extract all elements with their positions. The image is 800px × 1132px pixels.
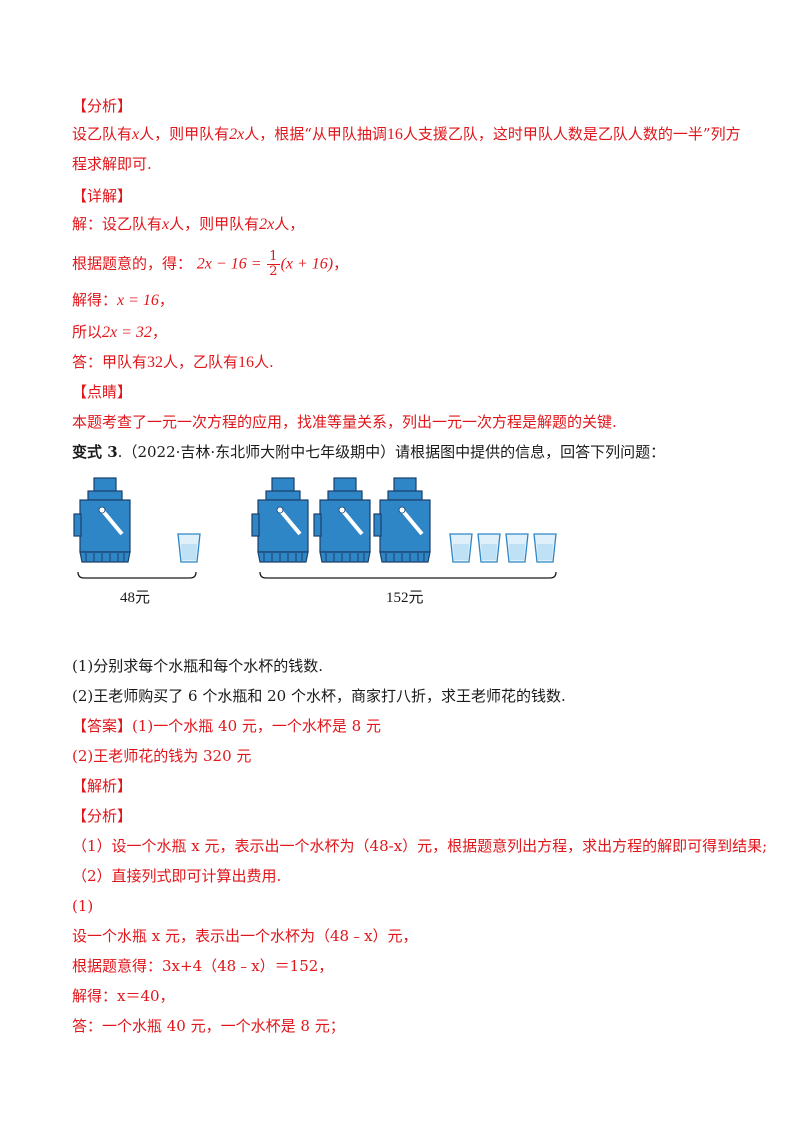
text-span: 人，则甲队有 xyxy=(169,215,260,233)
math-var: x xyxy=(162,216,170,233)
analysis-step-2: （2）直接列式即可计算出费用. xyxy=(72,867,282,885)
text-span: 解：设乙队有 xyxy=(72,215,163,233)
math-number: 32 xyxy=(147,354,164,371)
text-span: 人， xyxy=(274,215,305,233)
cup-icon xyxy=(177,533,201,563)
text-span: 设乙队有 xyxy=(72,125,133,143)
fraction-denominator: 2 xyxy=(269,264,278,279)
text-span: 人，根据“从甲队抽调 xyxy=(244,125,387,143)
cup-icon xyxy=(505,533,529,563)
comment-text: 本题考查了一元一次方程的应用，找准等量关系，列出一元一次方程是解题的关键. xyxy=(72,413,617,431)
text-span: 人，乙队有 xyxy=(163,353,239,371)
detail-line-5: 答：甲队有32人，乙队有16人. xyxy=(72,352,274,373)
solution-line-2: 根据题意得：3x+4（48﹣x）＝152， xyxy=(72,957,334,975)
analysis-step-1: （1）设一个水瓶 x 元，表示出一个水杯为（48-x）元，根据题意列出方程，求出… xyxy=(72,837,768,855)
cup-icon xyxy=(449,533,473,563)
analysis-line-2: 程求解即可. xyxy=(72,155,152,173)
text-span: 根据题意的，得： xyxy=(72,254,193,273)
equation-rhs: (x + 16) xyxy=(280,255,334,273)
analysis-tag: 【分析】 xyxy=(72,97,133,115)
text-span: 所以 xyxy=(72,323,103,341)
thermos-icon xyxy=(72,476,132,564)
answer-text: (1)一个水瓶 40 元，一个水杯是 8 元 xyxy=(132,717,381,735)
thermos-cup-figure: 48元 152元 xyxy=(72,476,557,606)
math-var: 2x xyxy=(229,126,245,143)
price-label-1: 48元 xyxy=(120,590,150,606)
analysis-line-1: 设乙队有x人，则甲队有2x人，根据“从甲队抽调16人支援乙队，这时甲队人数是乙队… xyxy=(72,124,741,145)
solution-line-4: 答：一个水瓶 40 元，一个水杯是 8 元； xyxy=(72,1017,345,1035)
answer-1: 【答案】(1)一个水瓶 40 元，一个水杯是 8 元 xyxy=(72,716,381,736)
question-1: (1)分别求每个水瓶和每个水杯的钱数. xyxy=(72,657,324,675)
math-var: x xyxy=(132,126,140,143)
text-span: 人支援乙队，这时甲队人数是乙队人数的一半”列方 xyxy=(402,125,741,143)
problem-heading: 变式 3.（2022·吉林·东北师大附中七年级期中）请根据图中提供的信息，回答下… xyxy=(72,442,665,462)
thermos-icon xyxy=(250,476,310,564)
detail-line-4: 所以2x = 32， xyxy=(72,322,167,343)
equation: x = 16 xyxy=(117,292,159,309)
math-number: 16 xyxy=(386,126,403,143)
brace-right xyxy=(259,571,557,579)
brace-left xyxy=(77,571,197,579)
equation-lhs: 2x − 16 = xyxy=(196,255,262,273)
detail-line-3: 解得：x = 16， xyxy=(72,290,174,311)
cup-icon xyxy=(533,533,557,563)
solution-line-3: 解得：x＝40， xyxy=(72,987,175,1005)
problem-label: 变式 3 xyxy=(72,443,118,461)
price-label-2: 152元 xyxy=(386,590,424,606)
thermos-icon xyxy=(372,476,432,564)
analysis-tag-2: 【分析】 xyxy=(72,807,133,825)
math-number: 16 xyxy=(238,354,255,371)
equation: 2x = 32 xyxy=(102,324,152,341)
text-span: ， xyxy=(333,254,349,273)
text-span: ， xyxy=(158,291,174,309)
detail-tag: 【详解】 xyxy=(72,187,133,205)
comment-tag: 【点睛】 xyxy=(72,383,133,401)
cup-icon xyxy=(477,533,501,563)
answer-2: (2)王老师花的钱为 320 元 xyxy=(72,747,252,765)
question-2: (2)王老师购买了 6 个水瓶和 20 个水杯，商家打八折，求王老师花的钱数. xyxy=(72,687,566,705)
fraction-numerator: 1 xyxy=(267,249,280,265)
math-var: 2x xyxy=(259,216,275,233)
solution-tag: 【解析】 xyxy=(72,777,133,795)
solution-line-1: 设一个水瓶 x 元，表示出一个水杯为（48﹣x）元， xyxy=(72,927,418,945)
problem-text: .（2022·吉林·东北师大附中七年级期中）请根据图中提供的信息，回答下列问题： xyxy=(117,443,666,461)
detail-line-1: 解：设乙队有x人，则甲队有2x人， xyxy=(72,214,304,235)
solution-part: (1) xyxy=(72,897,94,915)
text-span: ， xyxy=(151,323,167,341)
text-span: 解得： xyxy=(72,291,118,309)
text-span: 答：甲队有 xyxy=(72,353,148,371)
answer-tag: 【答案】 xyxy=(72,717,133,735)
text-span: 人. xyxy=(254,353,274,371)
thermos-icon xyxy=(312,476,372,564)
text-span: 人，则甲队有 xyxy=(139,125,230,143)
